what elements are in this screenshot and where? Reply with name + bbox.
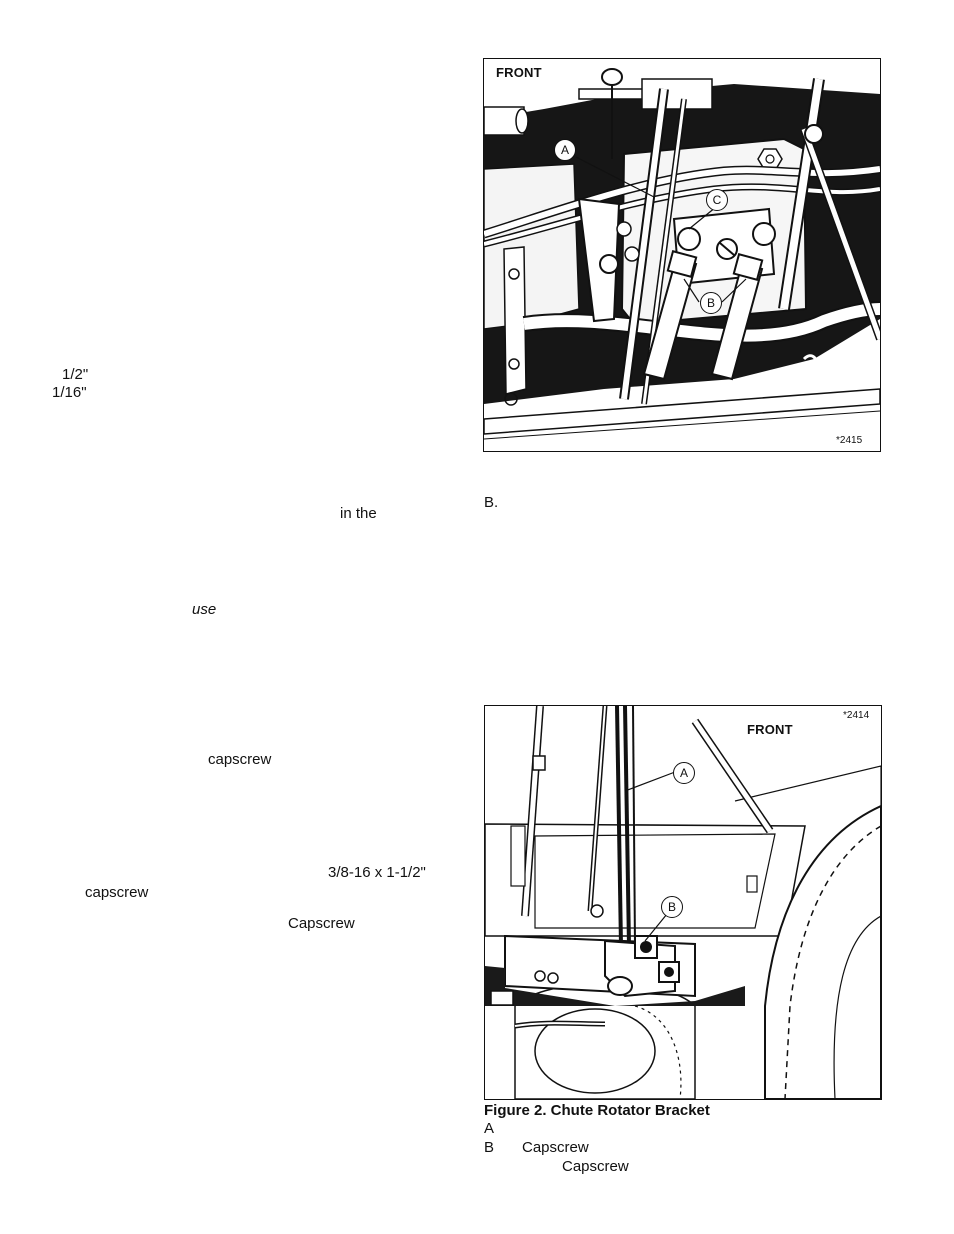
figure1-image-number: *2415 — [836, 435, 863, 446]
figure2-callout-b: B — [661, 896, 683, 918]
figure1-callout-b-text: B — [706, 296, 715, 310]
figure2-illustration — [485, 706, 881, 1099]
text-fragment-use: use — [192, 601, 217, 618]
figure1-illustration — [484, 68, 880, 440]
figure1-callout-c-text: C — [712, 193, 722, 207]
figure2: FRONT *2414 A B — [484, 705, 882, 1100]
figure2-callout-b-text: B — [667, 900, 676, 914]
text-fragment-capscrew-3: Capscrew — [288, 915, 355, 932]
text-fragment-in-the: in the — [340, 505, 377, 522]
text-fragment-capscrew-1: capscrew — [208, 751, 272, 768]
figure2-callout-a-text: A — [679, 766, 688, 780]
figure2-legend-key: A — [484, 1120, 495, 1137]
figure1: FRONT *2415 A C B — [483, 58, 881, 452]
figure2-legend-text: Capscrew — [522, 1139, 589, 1156]
text-fragment-half-inch: 1/2" — [62, 366, 89, 383]
figure2-image-number: *2414 — [843, 710, 870, 721]
text-fragment-bolt-size: 3/8-16 x 1-1/2" — [328, 864, 426, 881]
figure2-callout-a: A — [673, 762, 695, 784]
figure1-callout-c: C — [706, 189, 728, 211]
figure2-legend-row-b: B Capscrew — [484, 1138, 589, 1158]
figure1-callout-a: A — [554, 139, 576, 161]
text-fragment-sixteenth-inch: 1/16" — [52, 384, 87, 401]
text-fragment-capscrew-2: capscrew — [85, 884, 149, 901]
text-fragment-b-marker: B. — [484, 494, 499, 511]
figure1-callout-b: B — [700, 292, 722, 314]
figure2-caption: Figure 2. Chute Rotator Bracket — [484, 1102, 710, 1119]
figure2-legend-row-c: Capscrew — [562, 1157, 629, 1177]
figure2-legend-key: B — [484, 1139, 495, 1156]
figure2-legend-row-a: A — [484, 1119, 524, 1139]
figure2-front-label: FRONT — [747, 722, 793, 737]
figure2-legend-text: Capscrew — [562, 1158, 629, 1175]
figure1-callout-a-text: A — [560, 143, 569, 157]
figure1-front-label: FRONT — [496, 65, 542, 80]
